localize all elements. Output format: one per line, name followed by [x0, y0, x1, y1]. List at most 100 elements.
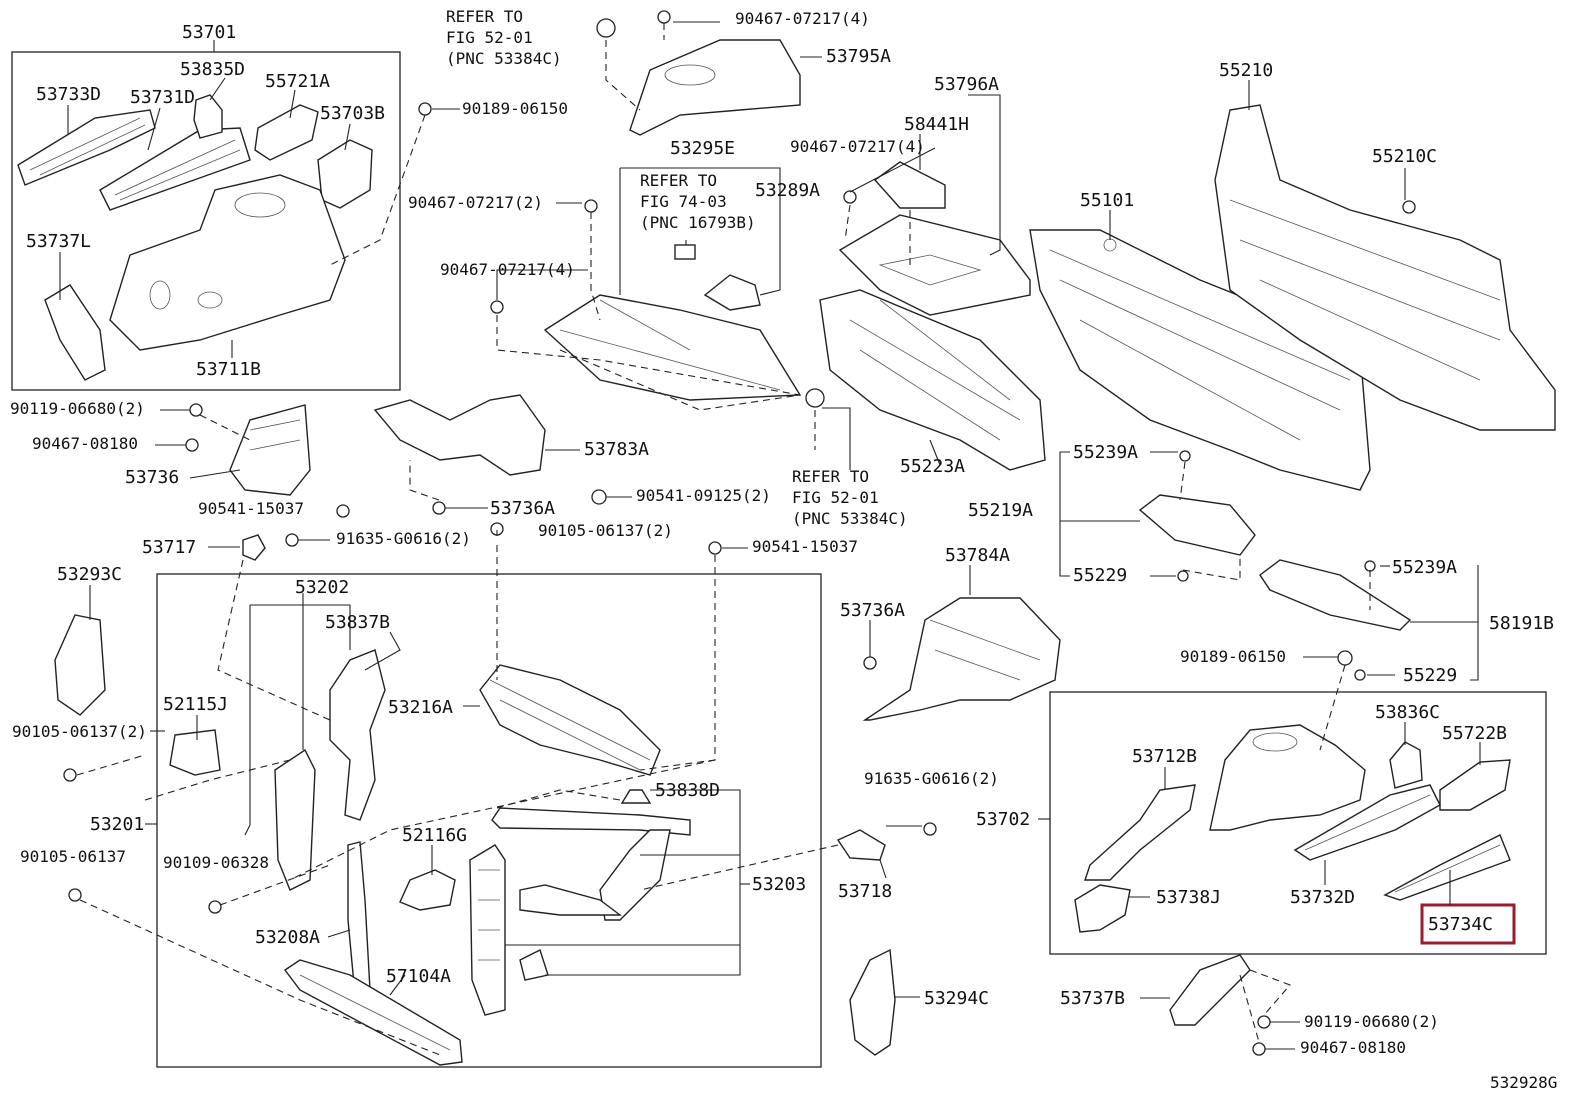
part-53702-wheelhouse	[1209, 724, 1366, 831]
label-53784A: 53784A	[945, 545, 1010, 566]
label-53733D: 53733D	[36, 84, 101, 105]
label-90467-08180-left: 90467-08180	[32, 434, 138, 453]
bolt-icon	[923, 822, 937, 836]
clip-icon	[657, 10, 671, 24]
nut-icon	[708, 541, 722, 555]
part-53208A	[347, 841, 371, 996]
bolt-icon	[189, 403, 203, 417]
label-55721A: 55721A	[265, 71, 330, 92]
label-90467-08180-right: 90467-08180	[1300, 1038, 1406, 1057]
bolt-icon	[418, 102, 432, 116]
label-53293C: 53293C	[57, 564, 122, 585]
clip-icon	[490, 300, 504, 314]
label-53202: 53202	[295, 577, 349, 598]
label-53738J: 53738J	[1156, 887, 1221, 908]
part-55210	[1214, 104, 1556, 431]
clip-icon	[1364, 560, 1376, 572]
label-55101: 55101	[1080, 190, 1134, 211]
label-90105-06137-2-mid: 90105-06137(2)	[538, 521, 673, 540]
nut-icon	[336, 504, 350, 518]
label-58441H: 58441H	[904, 114, 969, 135]
label-90541-15037-mid: 90541-15037	[752, 537, 858, 556]
label-55229-left: 55229	[1073, 565, 1127, 586]
part-55101	[1029, 229, 1371, 491]
highlight-box-53734C	[1420, 903, 1516, 945]
part-55721A	[254, 104, 319, 161]
label-53216A: 53216A	[388, 697, 453, 718]
part-16793B-pad	[674, 244, 696, 260]
label-refer-52-01-top-line1: REFER TO	[446, 7, 523, 26]
part-upper-crossmember	[491, 807, 691, 836]
label-91635-G0616-2-left: 91635-G0616(2)	[336, 529, 471, 548]
part-55223A	[819, 289, 1046, 471]
clip-icon	[1179, 450, 1191, 462]
label-53796A: 53796A	[934, 74, 999, 95]
part-53717	[242, 534, 266, 561]
label-90541-15037-left: 90541-15037	[198, 499, 304, 518]
part-53203-lower-bracket	[519, 949, 549, 981]
bolt-icon	[1252, 1042, 1266, 1056]
part-53294C	[849, 948, 896, 1056]
label-55239A-right: 55239A	[1392, 557, 1457, 578]
nut-icon	[1337, 650, 1353, 666]
label-57104A: 57104A	[386, 966, 451, 987]
label-55210: 55210	[1219, 60, 1273, 81]
part-57104A	[283, 959, 463, 1066]
label-90105-06137: 90105-06137	[20, 847, 126, 866]
label-53783A: 53783A	[584, 439, 649, 460]
label-refer-52-01-mid-line3: (PNC 53384C)	[792, 509, 908, 528]
label-55722B: 55722B	[1442, 723, 1507, 744]
bolt-icon	[63, 768, 77, 782]
part-53289A	[703, 274, 761, 311]
group-box-53701	[11, 51, 401, 391]
bolt-icon	[1257, 1015, 1271, 1029]
label-52115J: 52115J	[163, 694, 228, 715]
label-refer-52-01-top-line2: FIG 52-01	[446, 28, 533, 47]
label-53737B: 53737B	[1060, 988, 1125, 1009]
label-55219A: 55219A	[968, 500, 1033, 521]
clip-icon	[596, 18, 616, 38]
label-53289A: 53289A	[755, 180, 820, 201]
bolt-icon	[68, 888, 82, 902]
label-refer-74-03-line2: FIG 74-03	[640, 192, 727, 211]
part-53718	[836, 829, 886, 861]
label-53795A: 53795A	[826, 46, 891, 67]
part-53738J	[1074, 884, 1131, 933]
part-53712B	[1084, 784, 1196, 881]
bolt-icon	[863, 656, 877, 670]
label-90189-06150-top: 90189-06150	[462, 99, 568, 118]
label-53736A-top: 53736A	[490, 498, 555, 519]
part-58191B	[1259, 559, 1412, 631]
label-53718: 53718	[838, 881, 892, 902]
label-53732D: 53732D	[1290, 887, 1355, 908]
part-53795A	[629, 39, 801, 136]
part-53202-upright	[274, 748, 316, 891]
label-55229-right: 55229	[1403, 665, 1457, 686]
label-58191B: 58191B	[1489, 613, 1554, 634]
part-53784A	[862, 597, 1061, 721]
part-53203-bracket	[519, 884, 623, 916]
part-55219A	[1138, 494, 1256, 556]
label-53836C: 53836C	[1375, 702, 1440, 723]
part-52116G	[399, 869, 456, 911]
nut-icon	[1354, 669, 1366, 681]
label-53702: 53702	[976, 809, 1030, 830]
label-53295E: 53295E	[670, 138, 735, 159]
part-53835D	[193, 94, 223, 139]
label-90467-07217-2: 90467-07217(2)	[408, 193, 543, 212]
label-53294C: 53294C	[924, 988, 989, 1009]
part-53703B	[317, 139, 373, 209]
label-53837B: 53837B	[325, 612, 390, 633]
part-53783A	[373, 394, 546, 476]
label-53203: 53203	[752, 874, 806, 895]
label-53737L: 53737L	[26, 231, 91, 252]
label-90189-06150-right: 90189-06150	[1180, 647, 1286, 666]
part-53737L	[44, 284, 106, 381]
label-55239A-top: 55239A	[1073, 442, 1138, 463]
part-58441H	[873, 161, 946, 209]
label-55223A: 55223A	[900, 456, 965, 477]
clip-icon	[584, 199, 598, 213]
part-53711B	[109, 174, 346, 351]
part-cowl-panel	[543, 294, 802, 401]
